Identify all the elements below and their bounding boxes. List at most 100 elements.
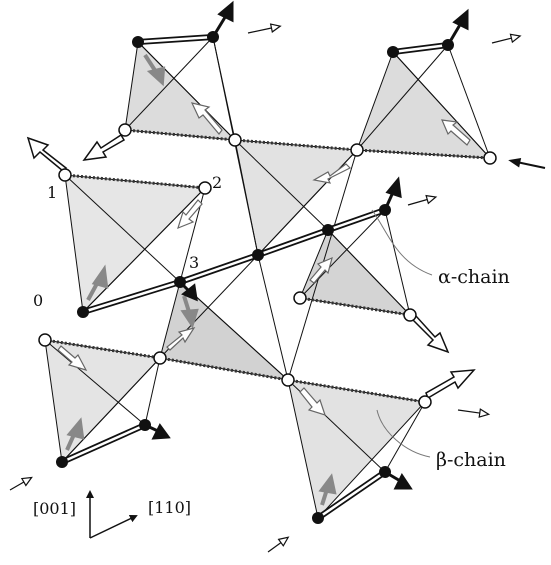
chain-labels: α-chain β-chain bbox=[436, 266, 510, 471]
open-atom bbox=[118, 123, 132, 137]
edge bbox=[447, 44, 491, 159]
dotted-edge bbox=[159, 356, 289, 382]
edge bbox=[144, 357, 161, 426]
dotted-chains bbox=[44, 128, 491, 404]
hollow-arrow bbox=[166, 327, 196, 351]
moment-arrow-3 bbox=[412, 314, 450, 354]
hollow-arrow bbox=[299, 387, 326, 416]
dotted-edge bbox=[287, 378, 426, 404]
atoms bbox=[38, 31, 497, 524]
propagation-arrow bbox=[247, 23, 282, 34]
edge bbox=[384, 401, 426, 473]
gray-arrowhead bbox=[146, 66, 166, 87]
gray-arrowhead bbox=[180, 308, 199, 329]
alpha-chain-label: α-chain bbox=[438, 266, 510, 288]
hollow-spin-arrows bbox=[57, 102, 471, 416]
black-arrowhead bbox=[151, 423, 171, 440]
open-atom bbox=[483, 151, 497, 165]
black-arrowhead bbox=[181, 283, 198, 302]
chain-leaders bbox=[371, 209, 433, 458]
propagation-arrow bbox=[407, 194, 438, 206]
site-label-3: 3 bbox=[189, 253, 199, 272]
hollow-arrow bbox=[190, 102, 223, 135]
moment-arrow-1 bbox=[26, 136, 68, 173]
propagation-arrow bbox=[491, 33, 522, 44]
filled-atom bbox=[252, 249, 264, 261]
hollow-arrow bbox=[312, 163, 352, 184]
black-arrowhead bbox=[452, 8, 469, 31]
edge bbox=[234, 139, 329, 231]
filled-atom bbox=[379, 466, 391, 478]
axis-110-arrow bbox=[89, 514, 138, 539]
site-label-0: 0 bbox=[33, 291, 43, 310]
edge bbox=[64, 174, 181, 283]
dotted-edge bbox=[299, 296, 411, 317]
filled-atom bbox=[379, 204, 391, 216]
axes-indicator: [001] [110] bbox=[33, 490, 191, 539]
edge bbox=[327, 229, 411, 316]
moment-arrow-2 bbox=[82, 133, 126, 161]
edge bbox=[124, 36, 214, 131]
gray-arrowhead bbox=[318, 473, 337, 495]
edge bbox=[356, 44, 449, 151]
gray-spin-arrows bbox=[65, 53, 337, 506]
propagation-arrow bbox=[457, 408, 491, 418]
beta-leader bbox=[376, 409, 431, 458]
filled-atom bbox=[322, 224, 334, 236]
edge bbox=[392, 51, 491, 159]
open-atom bbox=[350, 143, 364, 157]
propagation-arrow bbox=[508, 157, 546, 169]
hollow-arrow bbox=[57, 345, 88, 371]
filled-atom bbox=[387, 46, 399, 58]
open-atom bbox=[153, 351, 167, 365]
gray-arrowhead bbox=[66, 417, 85, 440]
double-bonds bbox=[60, 34, 449, 521]
filled-atom bbox=[132, 36, 144, 48]
open-atom bbox=[38, 333, 52, 347]
open-atom bbox=[58, 168, 72, 182]
hollow-arrow bbox=[177, 199, 203, 230]
open-atom bbox=[228, 133, 242, 147]
black-arrowhead bbox=[385, 176, 402, 199]
propagation-arrow bbox=[9, 476, 33, 491]
dotted-edge bbox=[44, 338, 161, 360]
axis-001-label: [001] bbox=[33, 499, 76, 518]
open-atom bbox=[403, 308, 417, 322]
open-atom bbox=[418, 395, 432, 409]
edge bbox=[44, 339, 146, 426]
filled-atom bbox=[139, 419, 151, 431]
filled-atom bbox=[174, 276, 186, 288]
dotted-edge bbox=[124, 128, 236, 142]
gray-arrowhead bbox=[91, 264, 109, 289]
tetrahedron-faces bbox=[44, 40, 492, 520]
edge bbox=[257, 254, 289, 381]
open-atom bbox=[281, 373, 295, 387]
hollow-arrow bbox=[441, 119, 471, 146]
external-hollow-arrows bbox=[26, 133, 476, 400]
propagation-arrow bbox=[267, 536, 290, 553]
site-label-1: 1 bbox=[47, 183, 57, 202]
beta-chain-label: β-chain bbox=[436, 449, 506, 471]
hollow-arrow bbox=[309, 256, 333, 284]
filled-atom bbox=[442, 39, 454, 51]
edge bbox=[137, 41, 236, 141]
tetrahedron-edges bbox=[44, 36, 491, 519]
black-arrowhead bbox=[393, 473, 413, 490]
propagation-arrows bbox=[9, 23, 546, 553]
filled-atom bbox=[56, 456, 68, 468]
edge bbox=[384, 209, 411, 316]
alpha-leader bbox=[371, 209, 433, 276]
axis-110-label: [110] bbox=[148, 498, 191, 517]
dotted-edge bbox=[234, 138, 358, 152]
edge bbox=[179, 281, 289, 381]
site-label-2: 2 bbox=[212, 173, 222, 192]
face-lower-center bbox=[159, 281, 290, 381]
edge bbox=[61, 357, 161, 463]
open-atom bbox=[293, 291, 307, 305]
moment-arrow-4 bbox=[425, 369, 476, 400]
black-arrowhead bbox=[217, 0, 234, 23]
site-labels: 0 1 2 3 bbox=[33, 173, 222, 310]
edge bbox=[82, 187, 206, 313]
